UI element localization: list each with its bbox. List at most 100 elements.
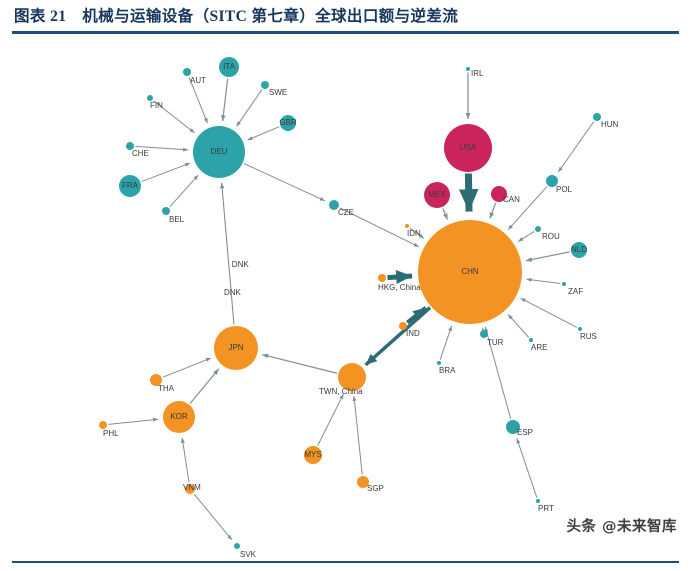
node-bel[interactable] (162, 207, 170, 215)
node-label-cze: CZE (338, 208, 354, 217)
node-ita[interactable] (219, 57, 239, 77)
node-bra[interactable] (437, 361, 441, 365)
edge-aut-to-deu (188, 76, 208, 124)
page-title: 图表 21 机械与运输设备（SITC 第七章）全球出口额与逆差流 (14, 8, 459, 25)
node-label-phl: PHL (103, 429, 119, 438)
node-label-ita: ITA (223, 62, 236, 71)
edges-layer (108, 72, 595, 541)
node-pol[interactable] (546, 175, 558, 187)
node-swe[interactable] (261, 81, 269, 89)
edge-gbr-to-deu (247, 126, 280, 141)
node-mex[interactable] (424, 182, 450, 208)
network-svg: DNK DEUAUTITASWEFINGBRCHEFRABELCZEDNKCHN… (99, 57, 619, 558)
node-label-bel: BEL (169, 215, 185, 224)
edge-mys-to-twn (317, 393, 344, 446)
node-can[interactable] (491, 186, 507, 202)
nodes-layer: DEUAUTITASWEFINGBRCHEFRABELCZEDNKCHNUSAI… (99, 57, 619, 558)
edge-mex-to-chn (442, 208, 449, 220)
node-hun[interactable] (593, 113, 601, 121)
node-hkg[interactable] (378, 274, 386, 282)
edge-label-dnk: DNK (232, 260, 250, 269)
node-deu[interactable] (193, 126, 245, 178)
edge-prt-to-esp (516, 438, 538, 498)
node-idn[interactable] (405, 224, 409, 228)
node-che[interactable] (126, 142, 134, 150)
node-label-che: CHE (132, 149, 149, 158)
node-label-are: ARE (531, 343, 547, 352)
node-label-kor: KOR (170, 412, 188, 421)
node-rou[interactable] (535, 226, 541, 232)
edge-twn-to-jpn (262, 353, 338, 374)
node-cze[interactable] (329, 200, 339, 210)
node-ind[interactable] (399, 322, 407, 330)
edge-kor-to-jpn (189, 368, 220, 404)
node-label-gbr: GBR (279, 118, 297, 127)
node-label-rou: ROU (542, 232, 560, 241)
node-label-fin: FIN (150, 101, 163, 110)
node-label-usa: USA (460, 143, 477, 152)
node-label-idn: IDN (407, 229, 421, 238)
node-label-deu: DEU (211, 147, 228, 156)
node-svk[interactable] (234, 543, 240, 549)
node-esp[interactable] (506, 420, 520, 434)
node-chn[interactable] (418, 220, 522, 324)
node-label-aut: AUT (190, 76, 206, 85)
node-zaf[interactable] (562, 282, 566, 286)
node-mys[interactable] (304, 446, 322, 464)
edge-fin-to-deu (153, 100, 195, 134)
edge-sgp-to-twn (352, 395, 363, 475)
node-label-dnk: DNK (224, 288, 242, 297)
node-kor[interactable] (163, 401, 195, 433)
node-gbr[interactable] (280, 115, 296, 131)
node-sgp[interactable] (357, 476, 369, 488)
edge-tha-to-jpn (162, 357, 212, 378)
node-fra[interactable] (119, 175, 141, 197)
edge-nld-to-chn (525, 251, 570, 262)
edge-jpn-to-deu (219, 182, 235, 325)
node-nld[interactable] (571, 242, 587, 258)
node-prt[interactable] (536, 499, 540, 503)
watermark: 头条 @未来智库 (566, 519, 677, 535)
node-tha[interactable] (150, 374, 162, 386)
edge-are-to-chn (507, 314, 530, 338)
edge-usa-to-chn (458, 173, 479, 212)
node-twn[interactable] (338, 363, 366, 391)
edge-swe-to-deu (236, 89, 263, 127)
edge-bra-to-chn (439, 325, 453, 360)
edge-esp-to-chn (484, 326, 512, 419)
edge-idn-to-chn (409, 227, 425, 239)
node-tur[interactable] (480, 330, 488, 338)
node-label-twn: TWN, China (319, 387, 363, 396)
node-irl[interactable] (466, 67, 470, 71)
node-aut[interactable] (183, 68, 191, 76)
edge-hun-to-pol (557, 121, 595, 173)
node-usa[interactable] (444, 124, 492, 172)
node-are[interactable] (529, 338, 533, 342)
edge-deu-to-cze (243, 163, 326, 202)
node-label-prt: PRT (538, 504, 554, 513)
edge-vnm-to-kor (180, 437, 190, 483)
node-label-hun: HUN (601, 120, 619, 129)
edge-rou-to-chn (517, 230, 535, 242)
node-phl[interactable] (99, 421, 107, 429)
node-label-sgp: SGP (367, 484, 384, 493)
node-fin[interactable] (147, 95, 153, 101)
node-jpn[interactable] (214, 326, 258, 370)
node-label-tha: THA (158, 384, 175, 393)
node-label-mex: MEX (428, 190, 446, 199)
edge-hkg-to-chn (387, 270, 413, 285)
node-label-mys: MYS (304, 450, 321, 459)
node-label-svk: SVK (240, 550, 257, 558)
node-label-swe: SWE (269, 88, 287, 97)
edge-can-to-chn (489, 202, 497, 219)
node-label-esp: ESP (517, 428, 533, 437)
edge-pol-to-chn (507, 186, 548, 230)
edge-zaf-to-chn (526, 277, 561, 285)
node-label-rus: RUS (580, 332, 597, 341)
node-vnm[interactable] (185, 484, 195, 494)
node-label-jpn: JPN (228, 343, 243, 352)
node-rus[interactable] (578, 327, 582, 331)
bottom-divider (12, 561, 679, 563)
